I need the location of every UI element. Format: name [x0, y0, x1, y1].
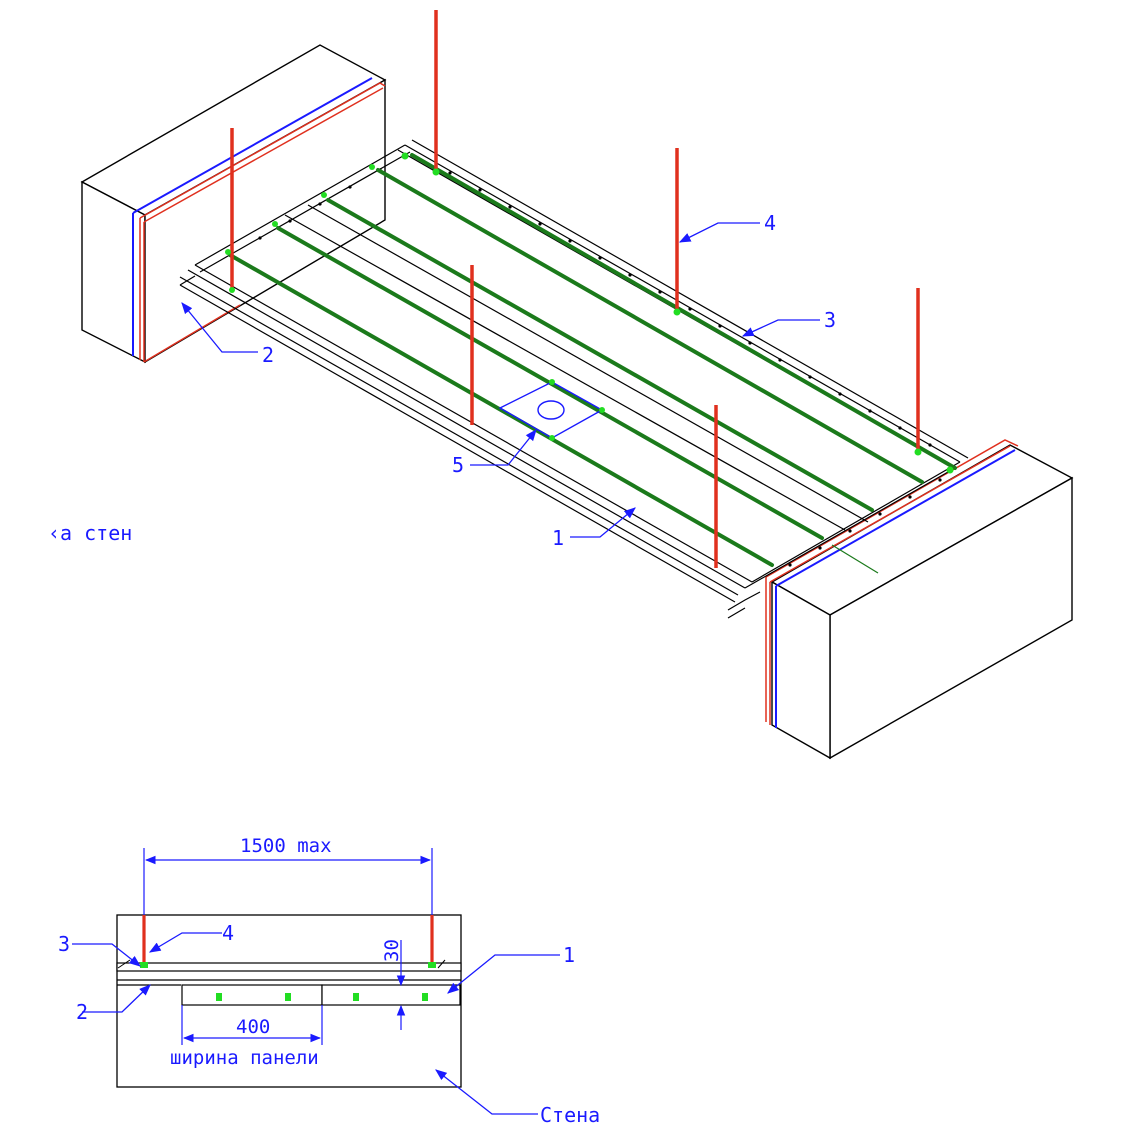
- panel-section-a: [181, 984, 323, 1006]
- rail-extension-line: [831, 544, 879, 574]
- hanger-nodes: [225, 152, 954, 474]
- hangers: [230, 10, 920, 568]
- callout-4-section: 4: [222, 921, 234, 945]
- section-callouts: [72, 932, 560, 1115]
- iso-callouts: [181, 222, 820, 538]
- dimension-1500-label: 1500 max: [240, 835, 332, 857]
- dimension-400-label: 400: [236, 1016, 270, 1038]
- callout-3-section: 3: [58, 932, 70, 956]
- profile-perforations: [228, 168, 942, 567]
- callout-2-iso: 2: [262, 343, 274, 367]
- section-view: [116, 914, 462, 1088]
- panel-section-b: [321, 984, 461, 1006]
- callout-1-iso: 1: [552, 526, 564, 550]
- left-wall-trim: [132, 77, 386, 363]
- panel-clips: [216, 993, 428, 1001]
- dimension-1500: [143, 848, 433, 915]
- right-wall-block: [770, 444, 1074, 760]
- luminaire-panel: [498, 379, 605, 441]
- callout-4-iso: 4: [764, 211, 776, 235]
- panel-width-label: ширина панели: [170, 1047, 319, 1069]
- dimension-30-label: 30: [381, 939, 403, 962]
- wall-label: Стена: [540, 1103, 600, 1127]
- profile-3-section: [116, 962, 462, 972]
- callout-1-section: 1: [563, 943, 575, 967]
- callout-5-iso: 5: [452, 453, 464, 477]
- callout-2-section: 2: [76, 1000, 88, 1024]
- right-wall-trim: [765, 439, 1019, 728]
- dimension-400: [181, 1005, 323, 1045]
- callout-3-iso: 3: [824, 308, 836, 332]
- side-note: ‹а стен: [48, 521, 132, 545]
